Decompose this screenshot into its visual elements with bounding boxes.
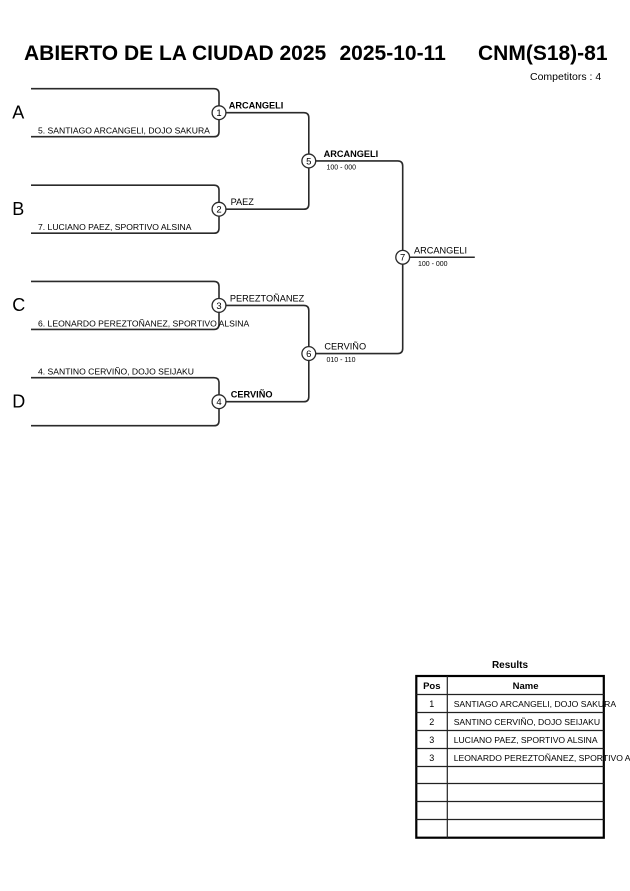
- svg-text:CNM(S18)-81: CNM(S18)-81: [478, 42, 608, 65]
- svg-text:SANTIAGO ARCANGELI, DOJO SAKUR: SANTIAGO ARCANGELI, DOJO SAKURA: [454, 699, 617, 709]
- svg-text:ABIERTO DE LA CIUDAD 2025: ABIERTO DE LA CIUDAD 2025: [24, 42, 327, 65]
- svg-text:3: 3: [429, 735, 434, 745]
- svg-text:ARCANGELI: ARCANGELI: [229, 101, 284, 111]
- svg-text:Pos: Pos: [423, 681, 440, 692]
- svg-text:LEONARDO PEREZTOÑANEZ, SPORTIV: LEONARDO PEREZTOÑANEZ, SPORTIVO ALSINA: [454, 753, 630, 763]
- svg-text:D: D: [12, 392, 25, 412]
- svg-text:1: 1: [429, 699, 434, 709]
- svg-text:6. LEONARDO PEREZTOÑANEZ, SPOR: 6. LEONARDO PEREZTOÑANEZ, SPORTIVO ALSIN…: [38, 318, 250, 328]
- svg-text:LUCIANO PAEZ, SPORTIVO ALSINA: LUCIANO PAEZ, SPORTIVO ALSINA: [454, 735, 598, 745]
- svg-text:CERVIÑO: CERVIÑO: [231, 390, 273, 400]
- svg-text:100 - 000: 100 - 000: [418, 261, 448, 268]
- svg-text:C: C: [12, 295, 25, 315]
- svg-text:5. SANTIAGO ARCANGELI, DOJO SA: 5. SANTIAGO ARCANGELI, DOJO SAKURA: [38, 126, 210, 136]
- svg-text:2: 2: [429, 717, 434, 727]
- svg-text:CERVIÑO: CERVIÑO: [324, 342, 366, 352]
- svg-text:5: 5: [306, 156, 311, 167]
- svg-text:7: 7: [400, 253, 405, 264]
- svg-text:010 - 110: 010 - 110: [327, 357, 356, 364]
- svg-text:B: B: [12, 199, 24, 219]
- svg-text:SANTINO CERVIÑO, DOJO SEIJAKU: SANTINO CERVIÑO, DOJO SEIJAKU: [454, 717, 600, 727]
- svg-text:4. SANTINO CERVIÑO, DOJO SEIJA: 4. SANTINO CERVIÑO, DOJO SEIJAKU: [38, 367, 194, 377]
- svg-text:100 - 000: 100 - 000: [327, 164, 357, 171]
- svg-text:Competitors : 4: Competitors : 4: [530, 71, 601, 83]
- svg-text:PAEZ: PAEZ: [231, 197, 255, 207]
- svg-text:Name: Name: [513, 681, 539, 692]
- svg-text:ARCANGELI: ARCANGELI: [324, 149, 379, 159]
- svg-text:2025-10-11: 2025-10-11: [340, 42, 447, 65]
- svg-text:7. LUCIANO PAEZ, SPORTIVO ALSI: 7. LUCIANO PAEZ, SPORTIVO ALSINA: [38, 222, 192, 232]
- svg-text:4: 4: [216, 397, 221, 408]
- svg-text:2: 2: [216, 205, 221, 216]
- svg-text:A: A: [12, 103, 24, 123]
- svg-text:3: 3: [429, 753, 434, 763]
- svg-text:1: 1: [216, 108, 221, 119]
- svg-text:PEREZTOÑANEZ: PEREZTOÑANEZ: [230, 293, 305, 303]
- svg-text:3: 3: [216, 301, 221, 312]
- svg-text:6: 6: [306, 349, 311, 360]
- svg-text:Results: Results: [492, 660, 529, 671]
- svg-text:ARCANGELI: ARCANGELI: [414, 245, 467, 255]
